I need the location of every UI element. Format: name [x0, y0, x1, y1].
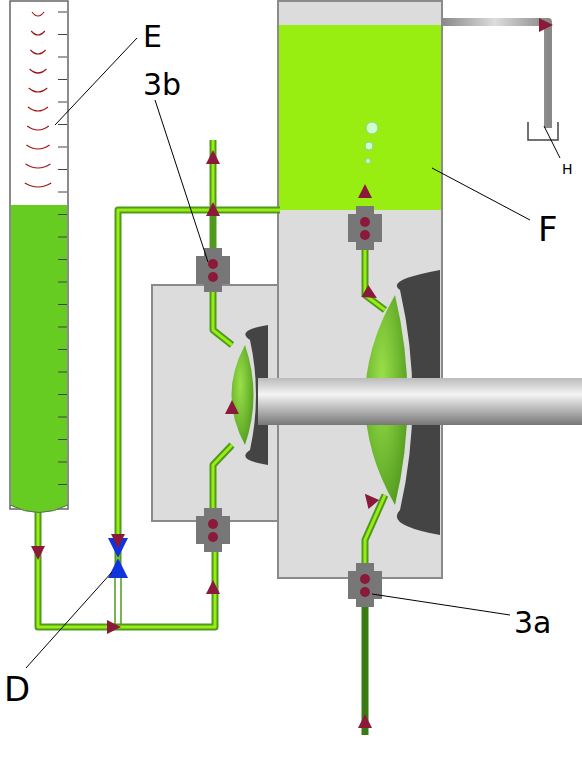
scale-tick: [58, 102, 67, 103]
meniscus-mark: [30, 50, 45, 54]
meniscus-mark: [28, 107, 48, 111]
meniscus-mark: [29, 88, 47, 92]
scale-tick: [58, 12, 67, 13]
meniscus-mark: [26, 145, 49, 149]
callout-label: 3b: [143, 70, 181, 100]
scale-tick: [58, 192, 67, 193]
scale-tick: [58, 34, 67, 35]
meniscus-mark: [26, 164, 51, 168]
scale-tick: [58, 304, 67, 305]
scale-tick: [58, 79, 67, 80]
scale-tick: [58, 259, 67, 260]
meniscus-mark: [32, 12, 44, 16]
scale-tick: [58, 237, 67, 238]
meniscus-mark: [27, 126, 49, 130]
scale-tick: [58, 484, 67, 485]
callout-label: E: [143, 22, 162, 52]
meniscus-mark: [25, 183, 51, 187]
scale-tick: [58, 462, 67, 463]
scale-tick: [58, 417, 67, 418]
scale-tick: [58, 282, 67, 283]
callout-label: D: [4, 672, 30, 706]
scale-tick: [58, 327, 67, 328]
scale-tick: [58, 439, 67, 440]
meniscus-mark: [31, 31, 45, 35]
scale-tick: [58, 372, 67, 373]
scale-tick: [58, 147, 67, 148]
scale-tick: [58, 349, 67, 350]
callout-label: F: [538, 212, 558, 246]
meniscus-mark: [30, 69, 47, 73]
scale-tick: [58, 124, 67, 125]
scale-tick: [58, 214, 67, 215]
callout-label: H: [562, 162, 573, 176]
scale-tick: [58, 169, 67, 170]
scale-tick: [58, 394, 67, 395]
scale-tick: [58, 57, 67, 58]
callout-label: 3a: [514, 608, 551, 638]
